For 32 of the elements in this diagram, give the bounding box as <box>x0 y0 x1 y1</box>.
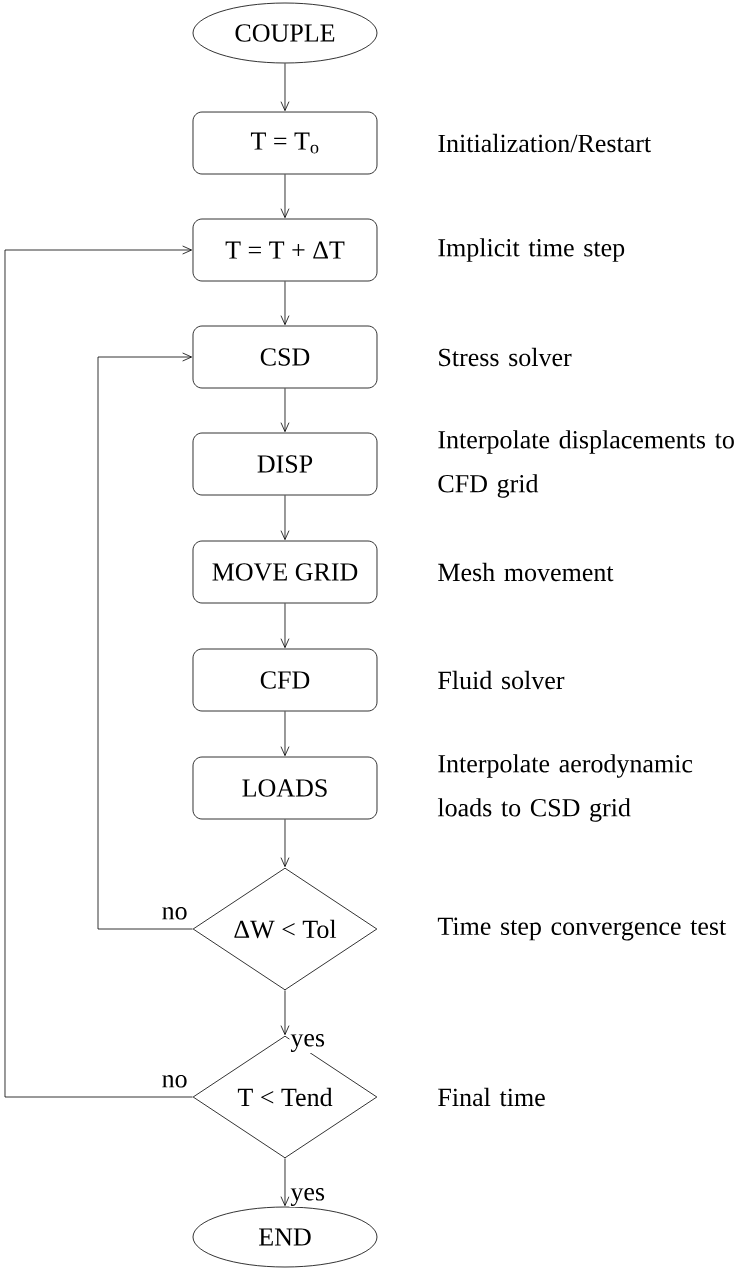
step-description: Interpolate displacements to CFD grid <box>438 430 734 498</box>
process-box: DISP <box>192 432 378 496</box>
edge-label: yes <box>289 1187 327 1207</box>
arrow <box>280 603 290 648</box>
arrow <box>280 281 290 326</box>
edge-label: yes <box>289 1033 327 1053</box>
step-description: Mesh movement <box>438 562 614 582</box>
process-box: T = T$_{o}$ <box>192 111 378 175</box>
process-box: MOVE GRID <box>192 540 378 604</box>
arrow <box>280 174 290 219</box>
arrow <box>280 711 290 757</box>
arrow <box>280 819 290 867</box>
step-description: Initialization/Restart <box>438 133 651 153</box>
edge-label: no <box>160 906 189 921</box>
process-box: LOADS <box>192 756 378 820</box>
arrow <box>280 990 290 1035</box>
arrow <box>280 1158 290 1206</box>
process-box: T = T + ΔT <box>192 218 378 282</box>
process-box: CSD <box>192 325 378 389</box>
arrow <box>97 352 193 930</box>
step-description: Fluid solver <box>438 670 565 690</box>
arrow <box>4 245 193 1098</box>
arrow <box>280 495 290 540</box>
step-description: Interpolate aerodynamic loads to CSD grid <box>437 754 693 822</box>
edge-label: no <box>160 1074 189 1089</box>
arrow <box>280 63 290 112</box>
step-description: Implicit time step <box>438 238 625 262</box>
process-box: CFD <box>192 648 378 712</box>
step-description: Time step convergence test <box>437 917 727 941</box>
arrow <box>280 388 290 433</box>
step-description: Stress solver <box>439 347 572 367</box>
step-description: Final time <box>438 1087 545 1107</box>
